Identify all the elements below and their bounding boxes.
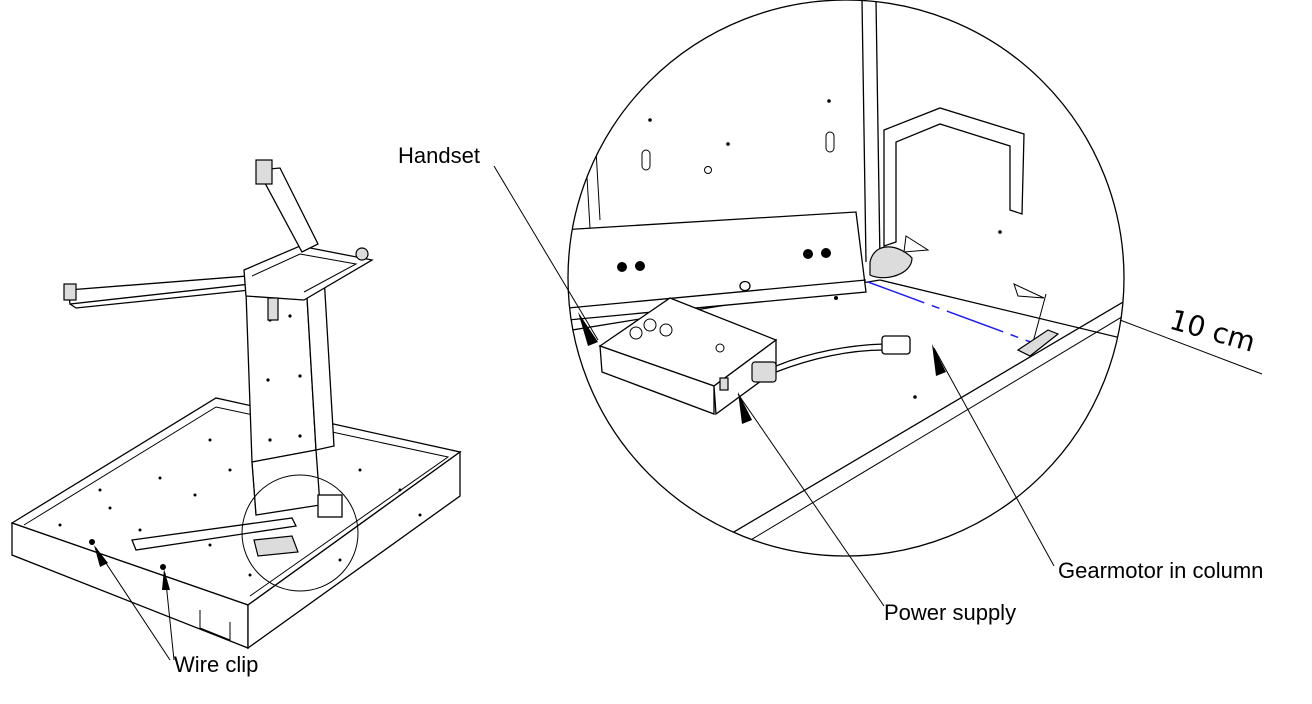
lower-leg xyxy=(131,494,343,557)
power-supply-label: Power supply xyxy=(884,600,1016,625)
dimension-line xyxy=(867,281,1037,345)
column xyxy=(245,275,335,516)
detail-magnifier-outline xyxy=(567,0,1125,557)
leader-lines xyxy=(493,165,1055,607)
detail-circle xyxy=(241,474,359,592)
wire-clip-leaders xyxy=(94,545,175,661)
gearmotor-label: Gearmotor in column xyxy=(1058,558,1263,583)
top-arm xyxy=(63,159,374,321)
wire-clip-label: Wire clip xyxy=(174,652,258,677)
dimension-label: 10 cm xyxy=(1166,303,1259,359)
detail-contents xyxy=(568,0,1124,556)
handset-box xyxy=(598,297,778,416)
detail-view: Handset 10 cm Gearmotor in column Power … xyxy=(398,0,1263,625)
base-tray xyxy=(10,397,462,650)
overall-assembly-view: Wire clip xyxy=(10,159,462,677)
handset-label: Handset xyxy=(398,143,480,168)
